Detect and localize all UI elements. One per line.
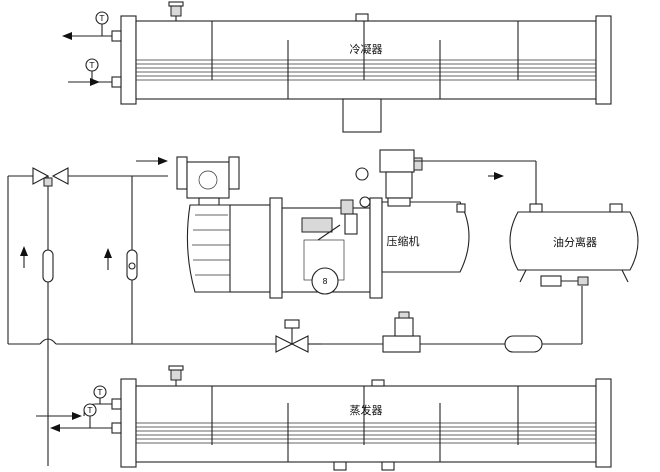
oil-separator-label: 油分离器 [553,235,597,249]
evaporator-outlet-arrow [50,424,90,432]
discharge-line [414,160,537,208]
evaporator-label: 蒸发器 [350,403,383,417]
evaporator-safety-valve [168,365,184,386]
up-arrow-right [104,248,112,270]
condenser: T T 冷凝器 [62,1,612,133]
evaporator-thermometer-2: T [83,403,97,428]
filter-drier-left [42,249,54,283]
svg-text:T: T [87,406,93,415]
evaporator: T T 蒸发器 [36,365,612,471]
flow-arrow-to-compressor [136,157,168,165]
oil-filter [504,335,543,353]
compressor: 8 压缩机 [176,149,470,299]
svg-text:T: T [99,14,105,23]
oil-return-line [322,286,583,353]
up-arrow-left [20,246,28,268]
condenser-inlet-arrow [68,78,100,86]
svg-text:T: T [97,388,103,397]
oil-separator: 油分离器 [509,203,639,287]
condenser-label: 冷凝器 [350,42,383,56]
expansion-valve [32,167,69,187]
condenser-safety-valve [168,1,184,21]
evaporator-inlet-arrow [36,412,82,420]
solenoid-valve [382,311,421,353]
svg-text:8: 8 [322,277,327,286]
svg-text:T: T [89,61,95,70]
condenser-inlet-thermometer: T [85,58,99,82]
oil-pump [311,267,339,295]
evaporator-thermometer-1: T [93,385,107,404]
liquid-line [7,157,276,466]
condenser-outlet-thermometer: T [95,11,109,36]
condenser-outlet-arrow [62,32,96,40]
compressor-label: 压缩机 [387,234,420,248]
stop-valve [275,319,322,353]
